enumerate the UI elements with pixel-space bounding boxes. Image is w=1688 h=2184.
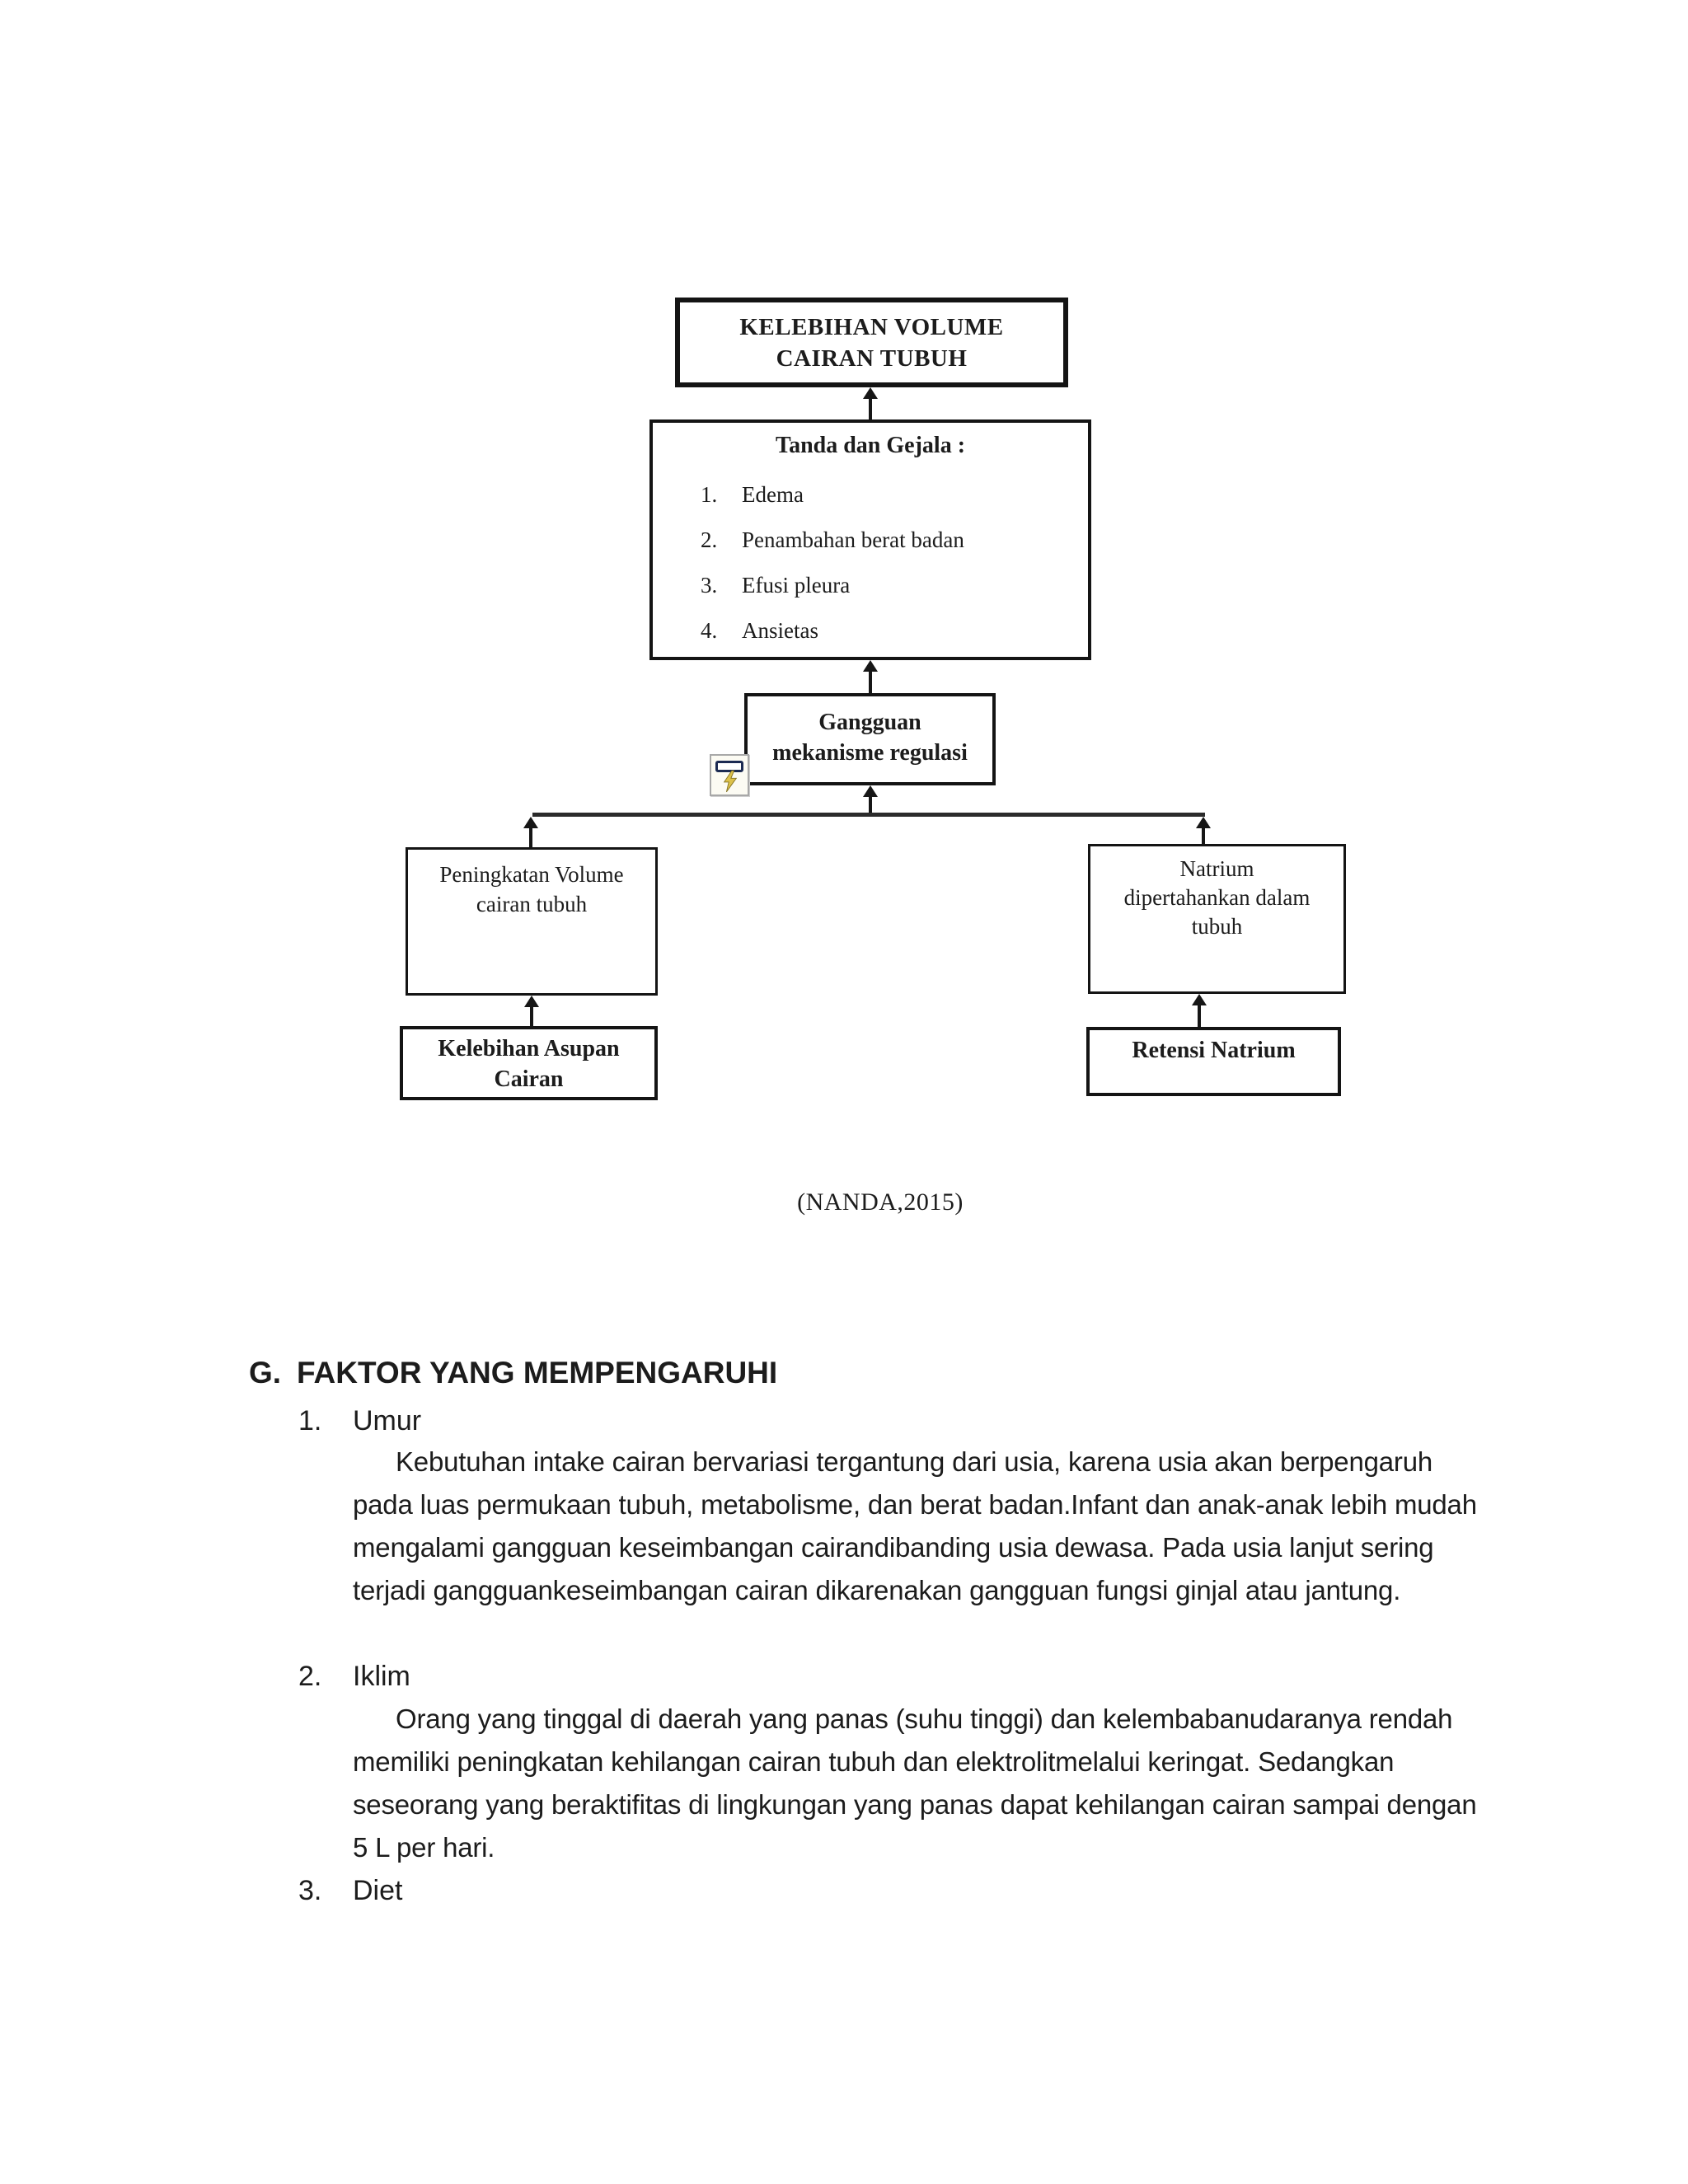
item-number: 3. xyxy=(298,1875,322,1906)
section-title: FAKTOR YANG MEMPENGARUHI xyxy=(297,1356,778,1390)
node-line: Gangguan xyxy=(818,710,921,735)
node-line: Natrium xyxy=(1179,856,1254,881)
arrow-asupan-to-peningkatan xyxy=(524,996,539,1026)
item-number: 2. xyxy=(298,1661,322,1692)
arrow-shaft xyxy=(529,828,532,849)
node-line: CAIRAN TUBUH xyxy=(776,345,968,372)
diagram-source-caption: (NANDA,2015) xyxy=(797,1188,964,1216)
arrowhead xyxy=(863,660,878,672)
node-line: tubuh xyxy=(1191,914,1243,939)
arrow-shaft xyxy=(869,797,872,814)
node-line: Kelebihan Asupan xyxy=(438,1036,620,1062)
arrow-shaft xyxy=(869,399,872,419)
section-heading: G. FAKTOR YANG MEMPENGARUHI xyxy=(249,1353,777,1393)
list-item-umur: 1. Umur xyxy=(298,1399,421,1442)
arrow-gangguan-to-tanda xyxy=(863,660,878,693)
arrow-line-to-gangguan xyxy=(863,785,878,814)
arrowhead xyxy=(1196,817,1211,828)
paragraph-iklim: Orang yang tinggal di daerah yang panas … xyxy=(353,1704,1477,1863)
list-item-label: Edema xyxy=(742,482,804,507)
node-line: Cairan xyxy=(494,1066,564,1092)
node-kelebihan-asupan-cairan: Kelebihan Asupan Cairan xyxy=(400,1026,658,1100)
list-item-label: Efusi pleura xyxy=(742,573,851,598)
lightning-bolt-icon xyxy=(723,770,738,793)
arrow-shaft xyxy=(1198,1005,1201,1027)
item-title: Umur xyxy=(353,1405,422,1436)
paragraph-umur: Kebutuhan intake cairan bervariasi terga… xyxy=(353,1446,1477,1605)
list-item: 4. Ansietas xyxy=(701,608,1088,654)
tanda-gejala-list: 1. Edema 2. Penambahan berat badan 3. Efusi… xyxy=(653,472,1088,654)
list-item: 2. Penambahan berat badan xyxy=(701,518,1088,563)
item-number: 1. xyxy=(298,1405,322,1436)
arrowhead xyxy=(1192,994,1207,1005)
item-title: Iklim xyxy=(353,1661,410,1692)
tanda-gejala-title: Tanda dan Gejala : xyxy=(775,433,966,458)
list-item-number: 2. xyxy=(701,527,718,552)
arrow-retensi-to-natrium xyxy=(1192,994,1207,1027)
item-title: Diet xyxy=(353,1875,403,1906)
arrowhead xyxy=(524,996,539,1007)
node-line: cairan tubuh xyxy=(476,892,588,916)
list-item-number: 3. xyxy=(701,573,718,598)
node-kelebihan-volume-cairan-tubuh: KELEBIHAN VOLUME CAIRAN TUBUH xyxy=(675,298,1068,387)
node-line: KELEBIHAN VOLUME xyxy=(739,314,1004,340)
node-line: Peningkatan Volume xyxy=(439,862,624,887)
arrowhead xyxy=(863,387,878,399)
lightning-object-placeholder-icon xyxy=(710,754,749,796)
list-item-number: 1. xyxy=(701,482,718,507)
arrow-natrium-to-line xyxy=(1196,817,1211,844)
arrowhead xyxy=(863,785,878,797)
list-item: 1. Edema xyxy=(701,472,1088,518)
arrow-shaft xyxy=(869,672,872,693)
section-letter: G. xyxy=(249,1356,282,1390)
node-line: dipertahankan dalam xyxy=(1123,885,1311,910)
node-retensi-natrium: Retensi Natrium xyxy=(1086,1027,1341,1096)
node-tanda-dan-gejala: Tanda dan Gejala : 1. Edema 2. Penambahan … xyxy=(649,419,1091,660)
list-item: 3. Efusi pleura xyxy=(701,563,1088,608)
node-line: Retensi Natrium xyxy=(1132,1038,1296,1063)
list-item-iklim: 2. Iklim xyxy=(298,1655,410,1698)
placeholder-bar-icon xyxy=(715,761,743,772)
arrow-tanda-to-kelebihan xyxy=(863,387,878,419)
list-item-label: Ansietas xyxy=(742,618,818,643)
arrow-peningkatan-to-line xyxy=(523,817,538,849)
list-item-label: Penambahan berat badan xyxy=(742,527,964,552)
arrowhead xyxy=(523,817,538,828)
node-peningkatan-volume-cairan-tubuh: Peningkatan Volume cairan tubuh xyxy=(406,847,658,996)
arrow-shaft xyxy=(1202,828,1205,844)
connector-horizontal-line xyxy=(532,813,1205,817)
arrow-shaft xyxy=(530,1007,533,1026)
node-line: mekanisme regulasi xyxy=(772,740,968,766)
node-gangguan-mekanisme-regulasi: Gangguan mekanisme regulasi xyxy=(744,693,996,785)
node-natrium-dipertahankan-dalam-tubuh: Natrium dipertahankan dalam tubuh xyxy=(1088,844,1346,994)
list-item-diet: 3. Diet xyxy=(298,1869,402,1912)
list-item-number: 4. xyxy=(701,618,718,643)
